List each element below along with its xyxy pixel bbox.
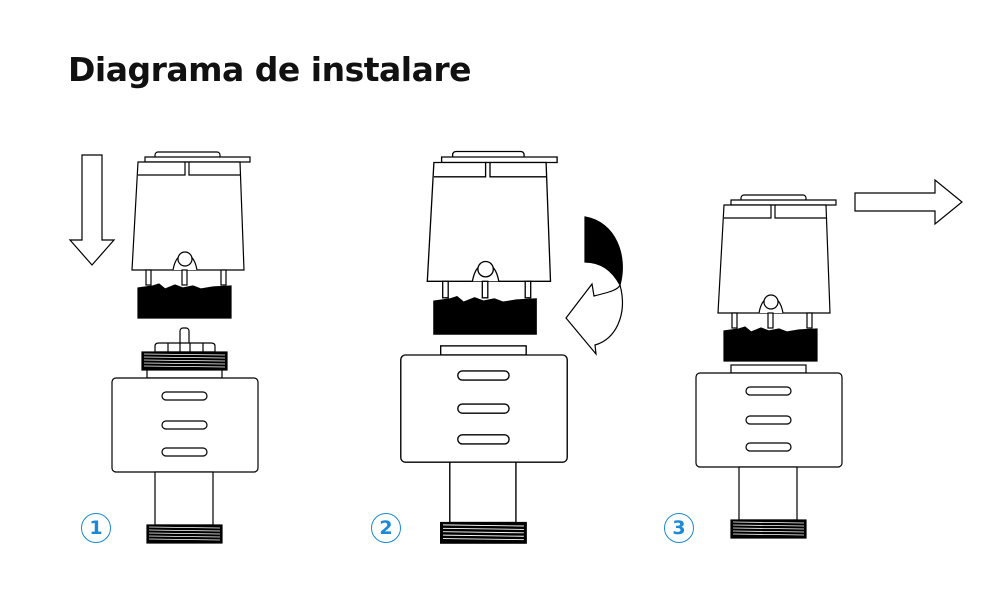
step-1-badge: 1 xyxy=(81,513,111,543)
down-arrow-icon xyxy=(68,154,116,266)
step-3-badge: 3 xyxy=(664,513,694,543)
step-2-actuator xyxy=(426,150,558,335)
step-2-valve xyxy=(400,345,568,544)
rotate-arrow-icon xyxy=(565,216,623,356)
step-1-valve xyxy=(111,327,259,544)
step-1-actuator xyxy=(131,151,251,319)
right-arrow-icon xyxy=(854,178,963,226)
step-3-valve xyxy=(695,364,843,539)
step-2-badge: 2 xyxy=(371,513,401,543)
page-title: Diagrama de instalare xyxy=(68,50,472,89)
step-3-actuator xyxy=(717,194,837,362)
